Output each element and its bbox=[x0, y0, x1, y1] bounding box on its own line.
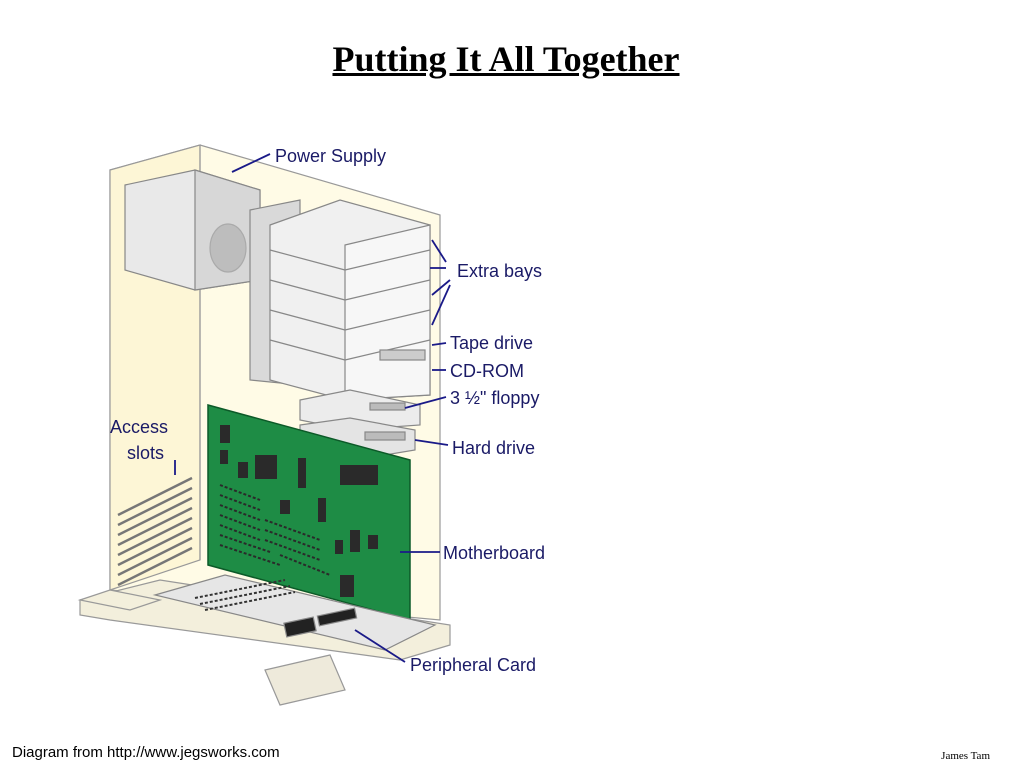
leader-lines bbox=[174, 153, 451, 663]
label-motherboard: Motherboard bbox=[443, 543, 545, 563]
peripheral-card bbox=[152, 574, 437, 651]
label-hard-drive: Hard drive bbox=[452, 438, 535, 458]
diagram-labels: Power Supply Extra bays Tape drive CD-RO… bbox=[110, 146, 545, 675]
access-slots-vents bbox=[117, 476, 193, 587]
label-extra-bays: Extra bays bbox=[457, 261, 542, 281]
author-name: James Tam bbox=[941, 750, 990, 762]
power-supply-unit bbox=[124, 169, 261, 291]
label-access-slots-line2: slots bbox=[127, 443, 164, 463]
label-peripheral-card: Peripheral Card bbox=[410, 655, 536, 675]
label-access-slots-line1: Access bbox=[110, 417, 168, 437]
label-cd-rom: CD-ROM bbox=[450, 361, 524, 381]
diagram-credit: Diagram from http://www.jegsworks.com bbox=[12, 744, 280, 761]
motherboard bbox=[207, 404, 411, 621]
drive-cage bbox=[249, 199, 431, 461]
slide-title: Putting It All Together bbox=[332, 39, 680, 79]
label-floppy: 3 ½" floppy bbox=[450, 388, 539, 408]
label-power-supply: Power Supply bbox=[275, 146, 386, 166]
label-tape-drive: Tape drive bbox=[450, 333, 533, 353]
